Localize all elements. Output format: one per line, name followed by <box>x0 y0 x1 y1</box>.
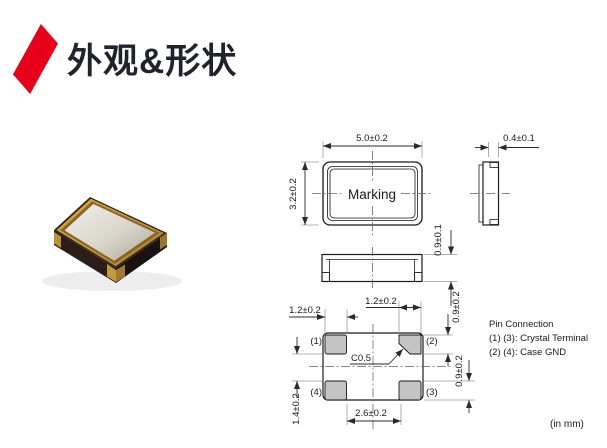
pin-3-label: (3) <box>426 387 438 398</box>
top-view-height-dim-label: 3.2±0.2 <box>288 178 299 210</box>
pin-1-label: (1) <box>310 336 322 347</box>
front-view: 0.9±0.1 <box>321 224 457 306</box>
pad-3 <box>398 380 422 401</box>
unit-note: (in mm) <box>550 419 584 430</box>
pin-2-label: (2) <box>426 336 438 347</box>
marking-label: Marking <box>348 187 396 202</box>
pads-pitch-horizontal-dim-label: 2.6±0.2 <box>355 408 387 419</box>
pads-gap-vertical-dim-label: 1.4±0.2 <box>291 393 302 425</box>
pad-4 <box>324 380 347 401</box>
pad2-height-dim-label: 0.9±0.2 <box>451 291 462 323</box>
gold-terminal <box>160 233 167 250</box>
end-view-width-dim-label: 0.4±0.1 <box>503 133 535 144</box>
pads-vertical-gap-dimension: 1.4±0.2 <box>291 337 322 425</box>
top-view-width-dimension: 5.0±0.2 <box>322 133 423 158</box>
pad-1 <box>324 334 347 355</box>
photo-shadow <box>42 271 182 291</box>
pin-connection-title: Pin Connection <box>489 319 553 330</box>
page-title: 外观&形状 <box>67 42 238 81</box>
pad2-width-dim-label: 1.2±0.2 <box>365 296 397 307</box>
pad3-height-dimension: 0.9±0.2 <box>424 355 475 413</box>
top-view-width-dim-label: 5.0±0.2 <box>356 133 388 144</box>
end-view: 0.4±0.1 <box>470 133 539 226</box>
chamfer-callout: C0.5 <box>350 348 404 365</box>
top-view: Marking 5.0±0.2 3.2±0.2 <box>288 133 433 237</box>
page-header: 外观&形状 <box>0 0 607 100</box>
pad1-width-dimension: 1.2±0.2 <box>289 305 358 332</box>
pin-connection-case-gnd: (2) (4): Case GND <box>489 347 566 358</box>
component-photo <box>42 197 182 291</box>
end-view-width-dimension: 0.4±0.1 <box>475 133 539 157</box>
pad3-height-dim-label: 0.9±0.2 <box>454 355 465 387</box>
front-view-height-dimension: 0.9±0.1 <box>424 224 457 306</box>
pad-2-chamfered <box>398 334 422 355</box>
pin-connection-note: Pin Connection (1) (3): Crystal Terminal… <box>489 319 588 358</box>
bottom-view: (1) (2) (3) (4) 1.2±0.2 1.2±0.2 <box>289 291 475 429</box>
gold-terminal <box>54 232 61 248</box>
gold-terminal <box>107 264 116 282</box>
metal-lid <box>64 204 155 261</box>
pin-4-label: (4) <box>310 387 322 398</box>
pad2-height-dimension: 0.9±0.2 <box>423 291 462 366</box>
pad2-width-dimension: 1.2±0.2 <box>365 296 422 333</box>
front-view-height-dim-label: 0.9±0.1 <box>433 224 444 256</box>
top-view-height-dimension: 3.2±0.2 <box>288 161 319 226</box>
gold-terminal <box>116 264 125 282</box>
pin-connection-crystal-terminal: (1) (3): Crystal Terminal <box>489 333 588 344</box>
chamfer-label: C0.5 <box>351 353 371 364</box>
pads-horizontal-pitch-dimension: 2.6±0.2 <box>346 404 402 425</box>
pad1-width-dim-label: 1.2±0.2 <box>289 305 321 316</box>
